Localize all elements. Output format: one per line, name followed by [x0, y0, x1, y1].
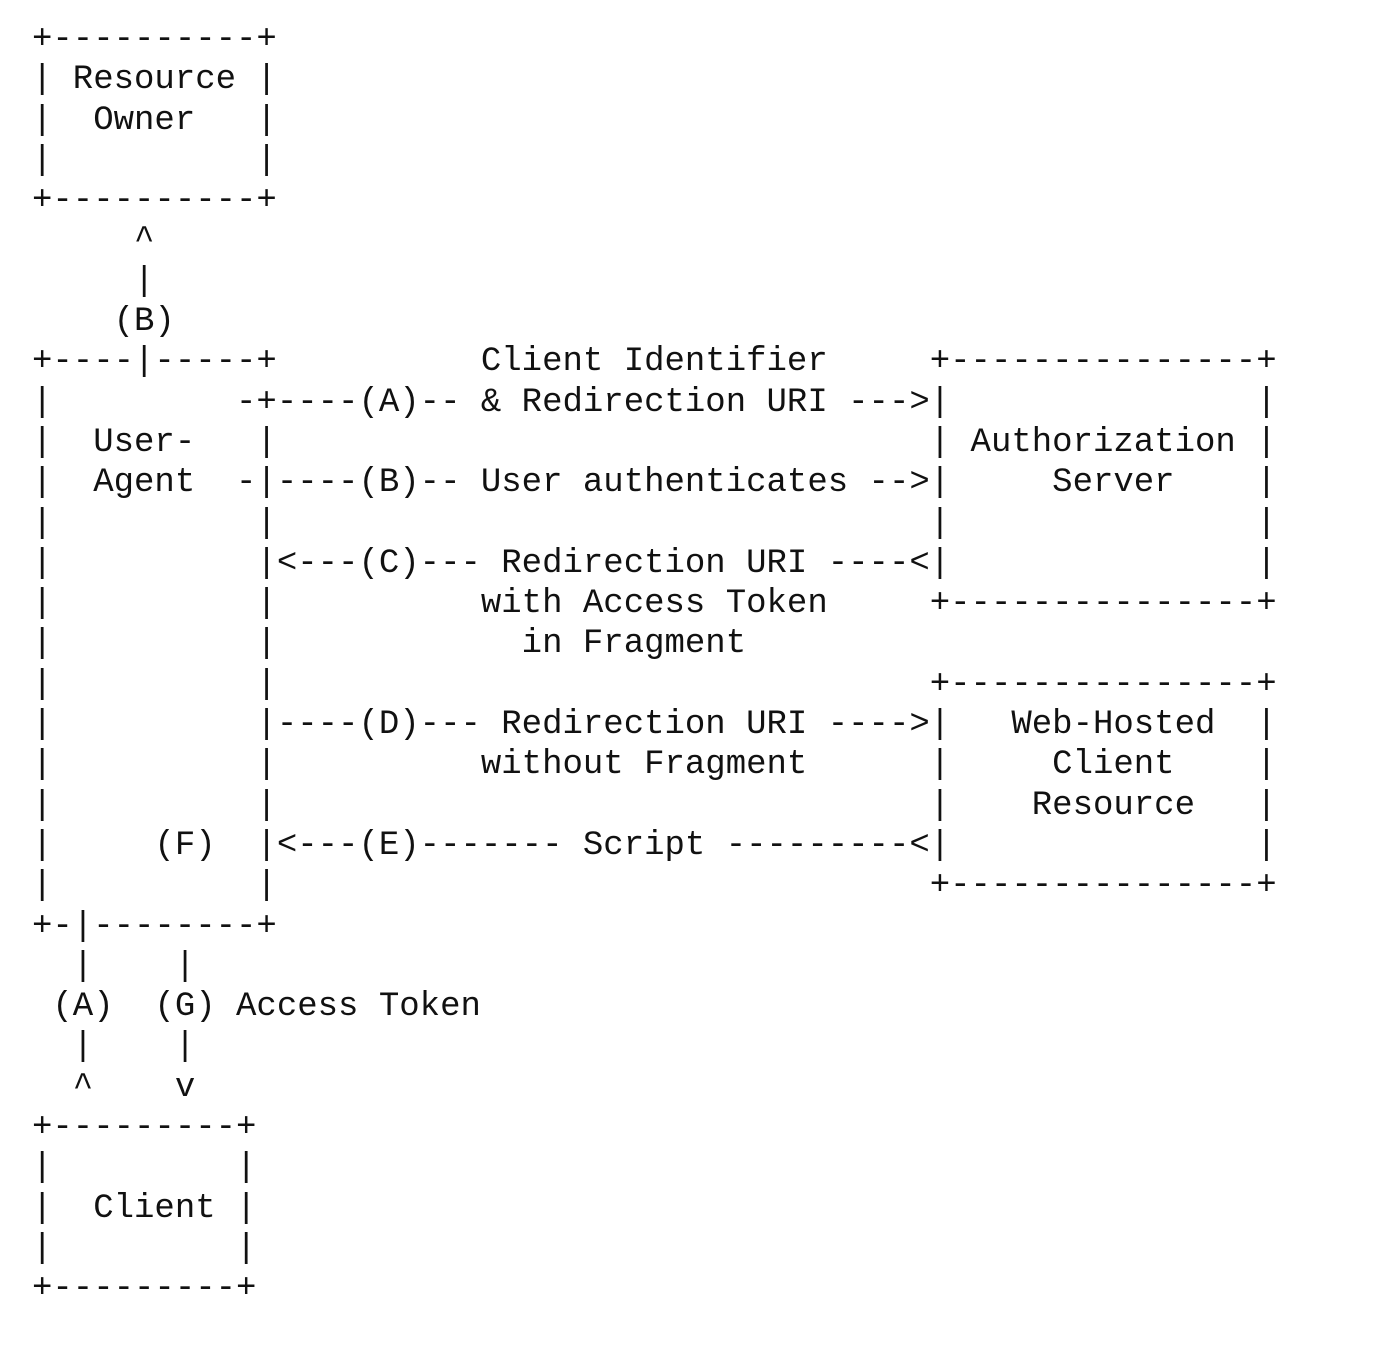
- diagram-line: | | +---------------+: [32, 665, 1277, 704]
- diagram-line: | |: [32, 1229, 257, 1268]
- diagram-line: | |: [32, 141, 277, 180]
- diagram-line: +----|-----+ Client Identifier +--------…: [32, 343, 1277, 382]
- oauth-implicit-flow-diagram: +----------+| Resource || Owner || |+---…: [32, 20, 1277, 1310]
- diagram-line: | | | |: [32, 504, 1277, 543]
- diagram-line: ^: [32, 222, 155, 261]
- diagram-line: | Owner |: [32, 101, 277, 140]
- diagram-line: | |: [32, 947, 196, 986]
- diagram-line: | Resource |: [32, 61, 277, 100]
- diagram-line: +----------+: [32, 182, 277, 221]
- diagram-line: | |: [32, 1028, 196, 1067]
- diagram-line: |: [32, 262, 155, 301]
- diagram-line: (A) (G) Access Token: [32, 988, 481, 1027]
- diagram-line: ^ v: [32, 1068, 196, 1107]
- diagram-line: +---------+: [32, 1270, 257, 1309]
- diagram-line: | |: [32, 1149, 257, 1188]
- diagram-line: | | | Resource |: [32, 786, 1277, 825]
- diagram-line: (B): [32, 303, 175, 342]
- diagram-line: +----------+: [32, 21, 277, 59]
- diagram-line: | User- | | Authorization |: [32, 423, 1277, 462]
- diagram-line: | | with Access Token +---------------+: [32, 585, 1277, 624]
- diagram-line: | Agent -|----(B)-- User authenticates -…: [32, 464, 1277, 503]
- diagram-line: | (F) |<---(E)------- Script ---------<|…: [32, 826, 1277, 865]
- diagram-line: +---------+: [32, 1109, 257, 1148]
- diagram-line: | | in Fragment: [32, 625, 747, 664]
- diagram-line: | |<---(C)--- Redirection URI ----<| |: [32, 544, 1277, 583]
- diagram-line: | | +---------------+: [32, 867, 1277, 906]
- diagram-line: | -+----(A)-- & Redirection URI --->| |: [32, 383, 1277, 422]
- diagram-line: | |----(D)--- Redirection URI ---->| Web…: [32, 706, 1277, 745]
- diagram-line: | | without Fragment | Client |: [32, 746, 1277, 785]
- diagram-line: +-|--------+: [32, 907, 277, 946]
- diagram-line: | Client |: [32, 1189, 257, 1228]
